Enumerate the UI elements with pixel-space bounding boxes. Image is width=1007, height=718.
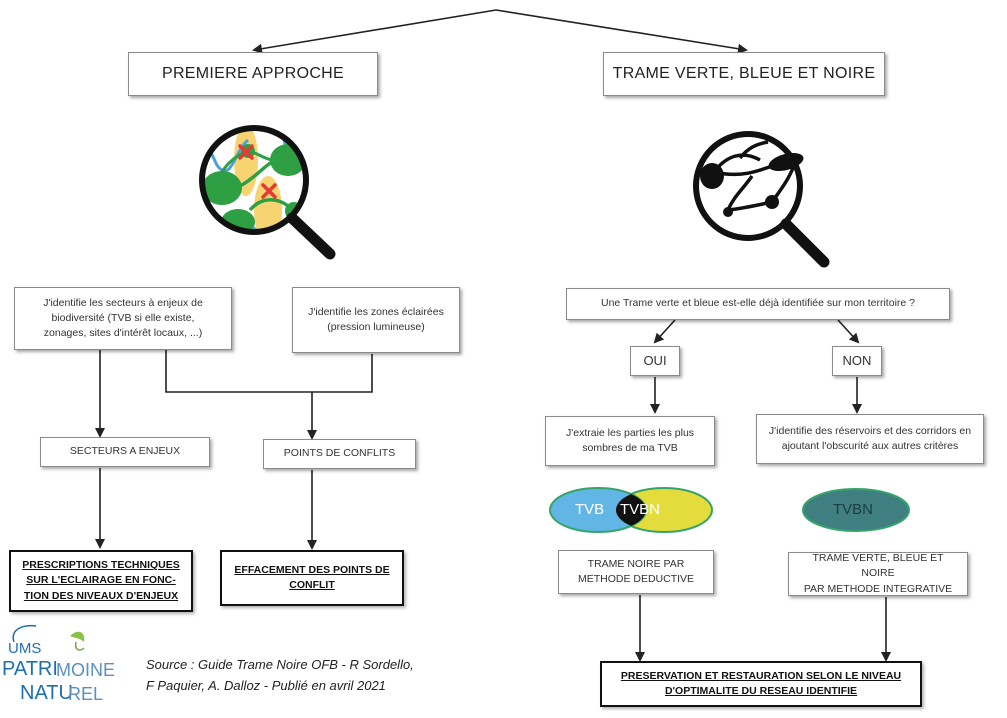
box-integrative-method-text: TRAME VERTE, BLEUE ET NOIRE PAR METHODE … [803,552,953,595]
header-tvbn-label: TRAME VERTE, BLEUE ET NOIRE [612,65,876,83]
box-question-tvb-text: Une Trame verte et bleue est-elle déjà i… [601,297,915,310]
box-prescriptions: PRESCRIPTIONS TECHNIQUES SUR L'ECLAIRAGE… [9,550,193,612]
ellipse-label-tvbn: TVBN [833,501,874,518]
magnifier-first-approach-icon [199,125,336,260]
box-sectors-text: SECTEURS A ENJEUX [69,445,181,458]
box-identify-biodiversity: J'identifie les secteurs à enjeux de bio… [14,287,232,350]
source-caption-text: Source : Guide Trame Noire OFB - R Sorde… [146,657,414,694]
logo-text-rel: REL [68,684,104,704]
box-preservation: PRESERVATION ET RESTAURATION SELON LE NI… [600,661,922,707]
logo-text-natu: NATU [20,682,73,704]
box-erase-conflicts-text: EFFACEMENT DES POINTS DE CONFLIT [234,563,390,591]
arrow-to-non [837,319,860,344]
box-identify-reservoirs-text: J'identifie des réservoirs et des corrid… [768,424,972,452]
header-tvbn: TRAME VERTE, BLEUE ET NOIRE [603,52,885,96]
venn-label-tvb: TVB [575,501,605,518]
arrow-to-oui [653,319,676,344]
box-yes: OUI [630,346,680,376]
header-first-approach-label: PREMIERE APPROCHE [161,65,345,83]
box-preservation-text: PRESERVATION ET RESTAURATION SELON LE NI… [620,669,902,697]
box-erase-conflicts: EFFACEMENT DES POINTS DE CONFLIT [220,550,404,606]
box-sectors: SECTEURS A ENJEUX [40,437,210,467]
box-no-text: NON [842,352,872,368]
box-conflicts: POINTS DE CONFLITS [263,439,416,469]
logo-graphic [12,624,85,651]
ellipse-tvbn [802,488,910,532]
arrow-top-left [252,9,497,54]
box-no: NON [832,346,882,376]
ums-patrimoine-naturel-logo: UMS PATRI MOINE NATU REL [0,620,120,713]
box-conflicts-text: POINTS DE CONFLITS [283,447,396,460]
header-first-approach: PREMIERE APPROCHE [128,52,378,96]
box-question-tvb: Une Trame verte et bleue est-elle déjà i… [566,288,950,320]
box-deductive-method-text: TRAME NOIRE PAR METHODE DEDUCTIVE [577,557,695,585]
magnifier-tvbn-icon [693,131,830,268]
box-prescriptions-text: PRESCRIPTIONS TECHNIQUES SUR L'ECLAIRAGE… [22,559,180,602]
box-deductive-method: TRAME NOIRE PAR METHODE DEDUCTIVE [558,550,714,594]
box-extract-dark-text: J'extraie les parties les plus sombres d… [565,426,695,454]
box-identify-biodiversity-text: J'identifie les secteurs à enjeux de bio… [43,296,203,340]
arrow-top-right [495,9,748,54]
box-extract-dark: J'extraie les parties les plus sombres d… [545,416,715,466]
box-identify-reservoirs: J'identifie des réservoirs et des corrid… [756,414,984,464]
venn-label-tvbn: TVBN [620,501,661,518]
box-identify-lit-zones-text: J'identifie les zones éclairées (pressio… [308,305,444,333]
box-identify-lit-zones: J'identifie les zones éclairées (pressio… [292,287,460,353]
line-merge [165,350,373,393]
venn-tvb-tvbn [549,487,713,533]
logo-text-patri: PATRI [2,658,58,680]
box-integrative-method: TRAME VERTE, BLEUE ET NOIRE PAR METHODE … [788,552,968,596]
logo-text-ums: UMS [8,640,42,657]
box-yes-text: OUI [643,352,667,368]
logo-text-moine: MOINE [56,660,116,680]
source-caption: Source : Guide Trame Noire OFB - R Sorde… [146,654,414,697]
